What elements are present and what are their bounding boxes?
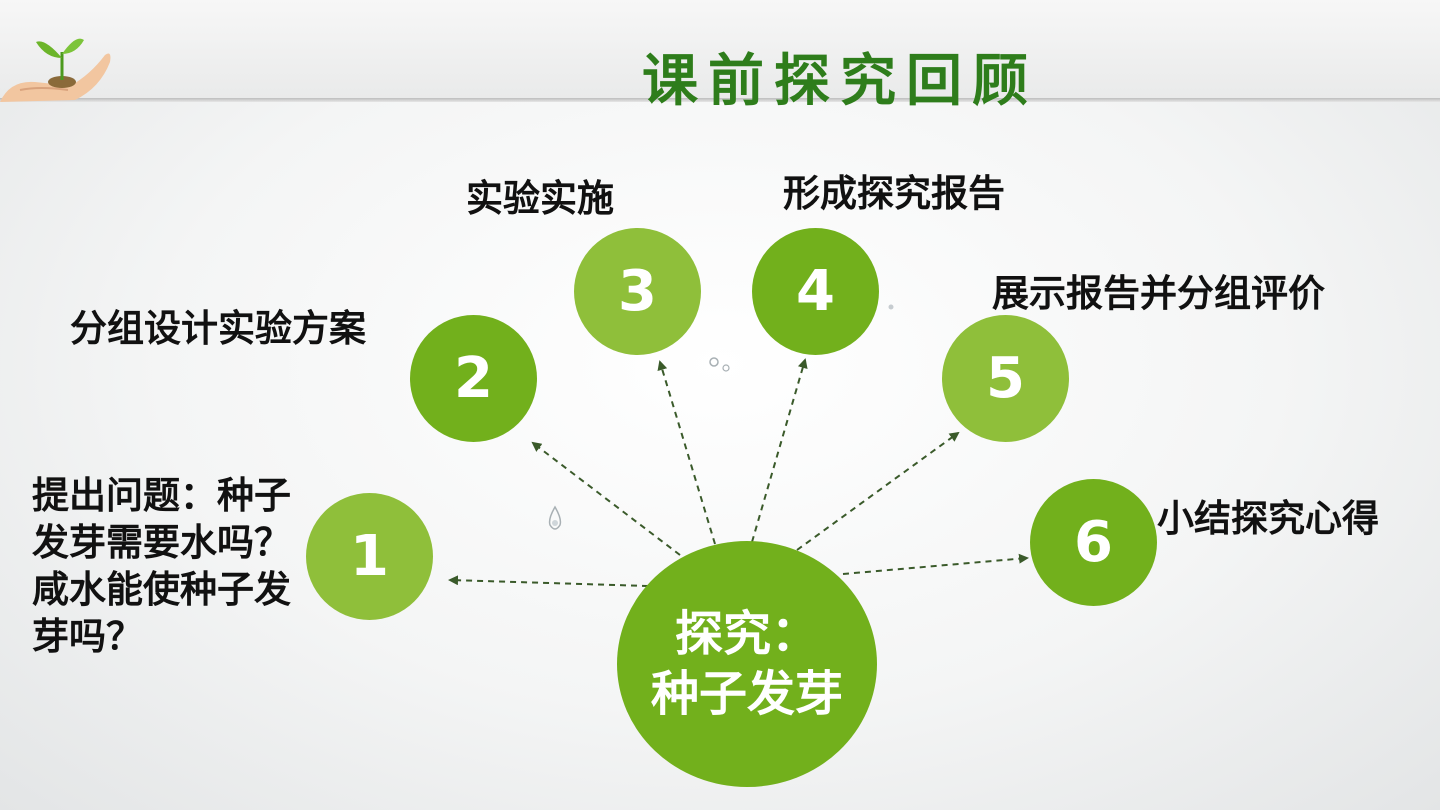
arrow-to-step-3 <box>657 360 716 545</box>
slide-title: 课前探究回顾 <box>642 49 1038 114</box>
step-number: 6 <box>1074 510 1113 575</box>
step-number: 3 <box>618 259 657 324</box>
step-label-5: 展示报告并分组评价 <box>992 272 1325 315</box>
center-topic-line-2: 种子发芽 <box>650 666 843 722</box>
step-number: 5 <box>986 346 1025 411</box>
header-band <box>0 0 1440 100</box>
step-label-6: 小结探究心得 <box>1157 497 1379 540</box>
arrow-to-step-2 <box>531 441 681 556</box>
step-circle-2: 2 <box>410 315 537 442</box>
header-divider <box>0 98 1440 102</box>
step-circle-6: 6 <box>1030 479 1157 606</box>
step-label-1: 提出问题：种子发芽需要水吗？咸水能使种子发芽吗？ <box>32 474 291 658</box>
water-drop-icon <box>888 304 894 310</box>
center-topic-circle: 探究： 种子发芽 <box>617 541 877 787</box>
seedling-in-hand-icon <box>0 38 111 102</box>
water-drop-icon <box>548 505 562 530</box>
center-topic-line-1: 探究： <box>674 606 819 662</box>
step-circle-1: 1 <box>306 493 433 620</box>
step-label-3: 实验实施 <box>466 177 614 220</box>
arrow-to-step-5 <box>796 431 960 551</box>
arrow-to-step-1 <box>448 575 649 587</box>
step-number: 1 <box>350 524 389 589</box>
step-circle-4: 4 <box>752 228 879 355</box>
water-drop-icon <box>709 357 730 372</box>
step-number: 2 <box>454 346 493 411</box>
arrow-to-step-6 <box>842 553 1029 575</box>
step-label-2: 分组设计实验方案 <box>70 307 366 350</box>
step-number: 4 <box>796 259 835 324</box>
step-circle-5: 5 <box>942 315 1069 442</box>
arrow-to-step-4 <box>751 358 808 543</box>
step-label-4: 形成探究报告 <box>783 172 1005 215</box>
step-circle-3: 3 <box>574 228 701 355</box>
